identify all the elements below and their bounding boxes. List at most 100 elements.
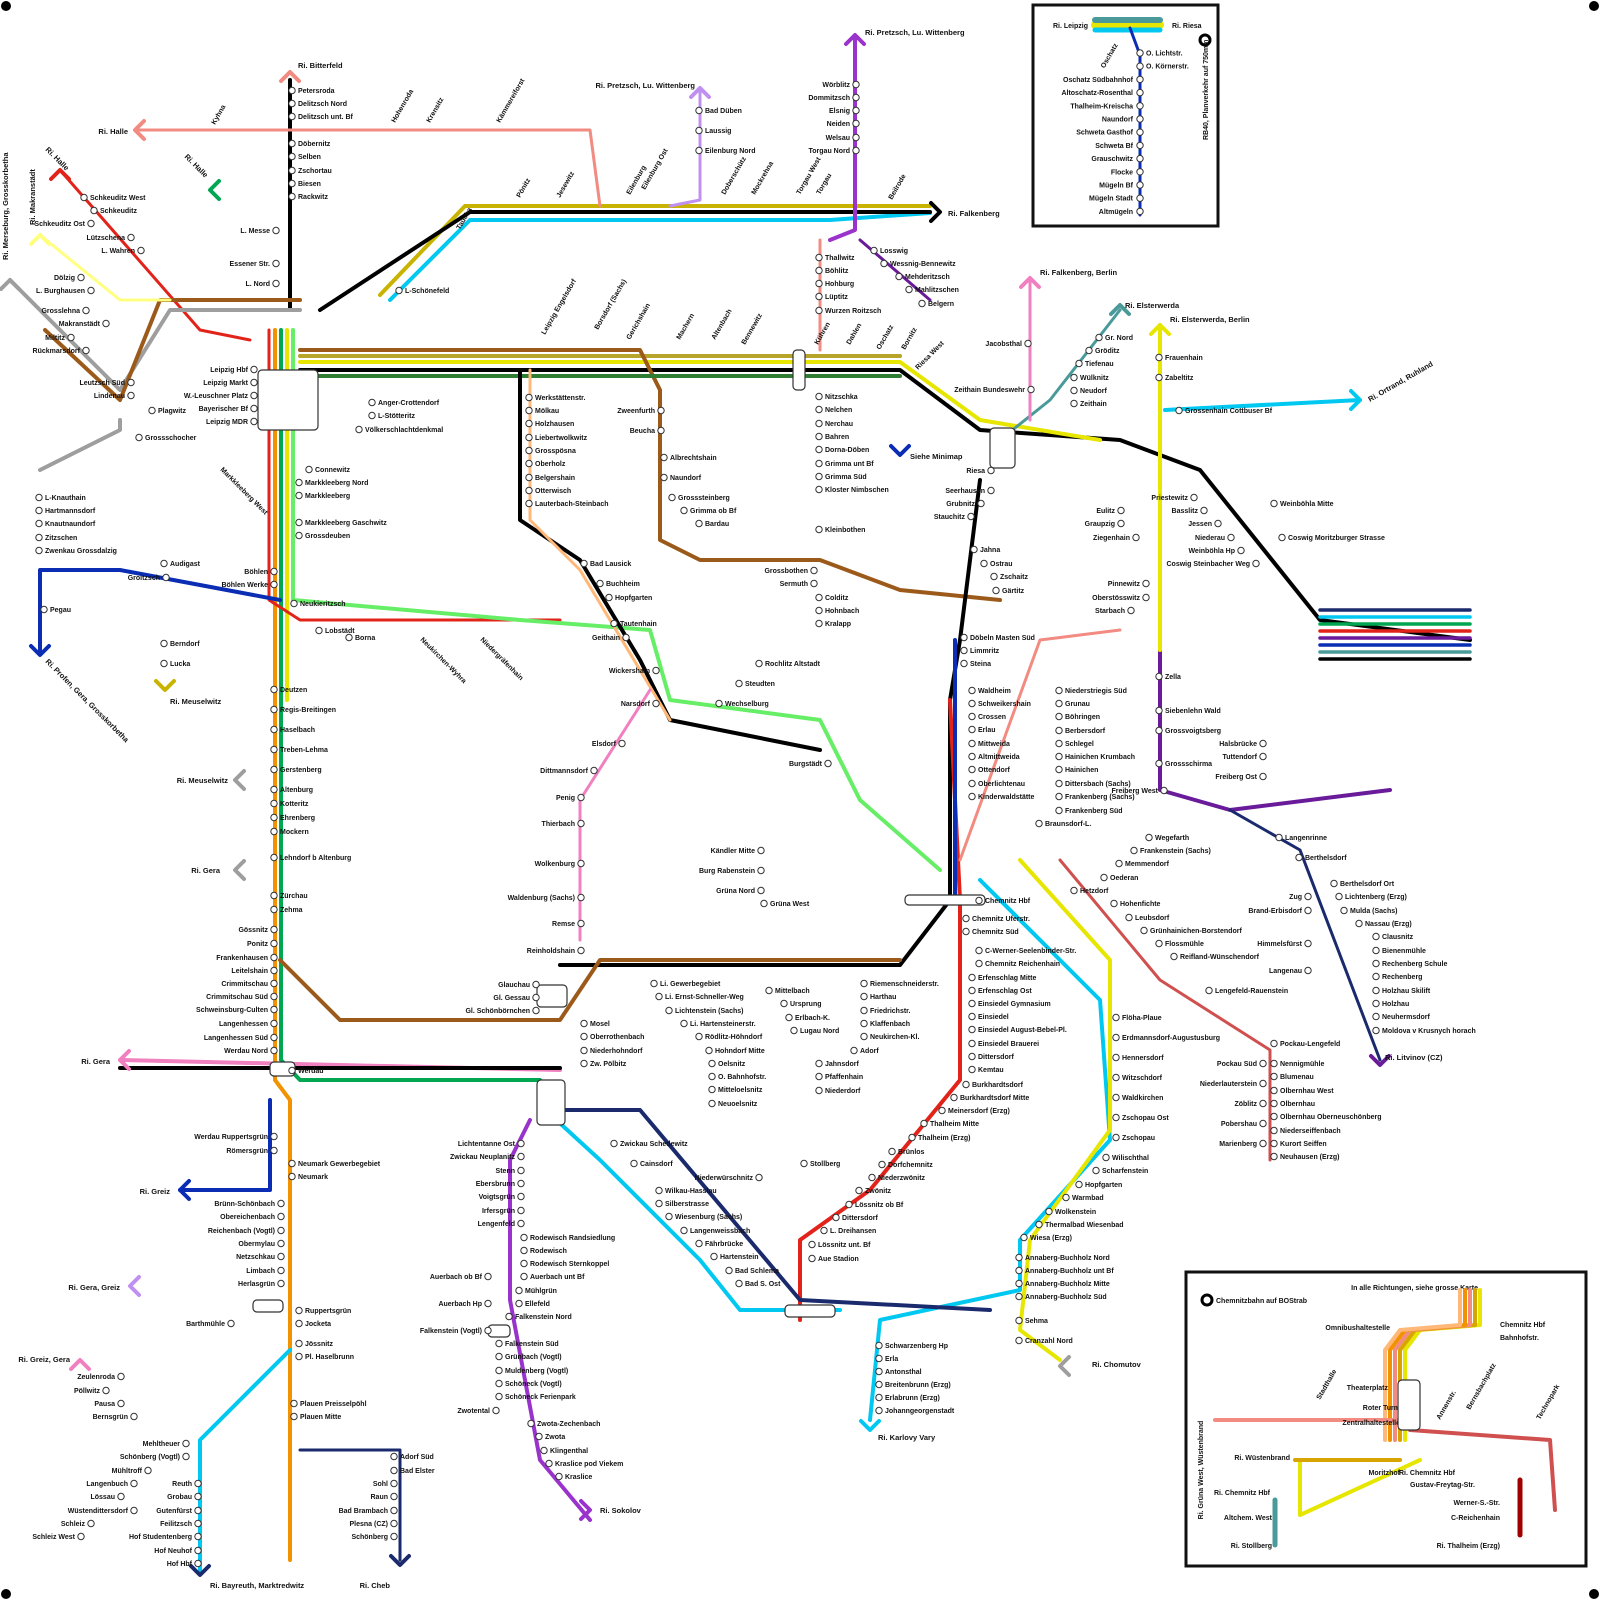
station-marker[interactable] (1103, 1154, 1109, 1160)
station-marker[interactable] (1113, 1114, 1119, 1120)
station-marker[interactable] (526, 500, 532, 506)
inset-station[interactable] (1137, 129, 1143, 135)
station-marker[interactable] (1056, 713, 1062, 719)
station-marker[interactable] (816, 1087, 822, 1093)
station-marker[interactable] (273, 280, 279, 286)
station-marker[interactable] (493, 1407, 499, 1413)
station-marker[interactable] (521, 1247, 527, 1253)
station-marker[interactable] (496, 1340, 502, 1346)
station-marker[interactable] (696, 107, 702, 113)
station-marker[interactable] (1071, 887, 1077, 893)
station-marker[interactable] (981, 560, 987, 566)
station-marker[interactable] (876, 1381, 882, 1387)
station-marker[interactable] (726, 1267, 732, 1273)
station-marker[interactable] (251, 418, 257, 424)
station-marker[interactable] (195, 1480, 201, 1486)
station-marker[interactable] (968, 513, 974, 519)
station-marker[interactable] (1113, 1054, 1119, 1060)
station-marker[interactable] (969, 1040, 975, 1046)
station-marker[interactable] (1271, 1040, 1277, 1046)
station-marker[interactable] (969, 1053, 975, 1059)
station-marker[interactable] (195, 1560, 201, 1566)
station-marker[interactable] (1016, 1280, 1022, 1286)
station-marker[interactable] (1336, 893, 1342, 899)
station-marker[interactable] (271, 906, 277, 912)
station-marker[interactable] (1025, 340, 1031, 346)
station-marker[interactable] (518, 1140, 524, 1146)
station-marker[interactable] (391, 1453, 397, 1459)
station-marker[interactable] (669, 494, 675, 500)
station-marker[interactable] (861, 1007, 867, 1013)
station-marker[interactable] (1096, 334, 1102, 340)
station-marker[interactable] (195, 1533, 201, 1539)
station-marker[interactable] (1260, 1100, 1266, 1106)
station-marker[interactable] (991, 573, 997, 579)
station-marker[interactable] (289, 1160, 295, 1166)
station-marker[interactable] (271, 814, 277, 820)
station-marker[interactable] (391, 1493, 397, 1499)
station-marker[interactable] (861, 1020, 867, 1026)
station-marker[interactable] (316, 627, 322, 633)
station-marker[interactable] (1113, 1034, 1119, 1040)
station-marker[interactable] (816, 406, 822, 412)
station-marker[interactable] (271, 1047, 277, 1053)
station-marker[interactable] (1118, 520, 1124, 526)
station-marker[interactable] (1056, 700, 1062, 706)
station-marker[interactable] (939, 1107, 945, 1113)
station-marker[interactable] (516, 1300, 522, 1306)
station-marker[interactable] (696, 1033, 702, 1039)
station-marker[interactable] (969, 687, 975, 693)
station-marker[interactable] (496, 1393, 502, 1399)
station-marker[interactable] (271, 746, 277, 752)
interchange-marker[interactable] (258, 370, 318, 430)
station-marker[interactable] (963, 915, 969, 921)
station-marker[interactable] (816, 280, 822, 286)
station-marker[interactable] (289, 193, 295, 199)
station-marker[interactable] (1191, 494, 1197, 500)
station-marker[interactable] (978, 500, 984, 506)
station-marker[interactable] (1253, 560, 1259, 566)
station-marker[interactable] (1260, 773, 1266, 779)
station-marker[interactable] (1201, 507, 1207, 513)
station-marker[interactable] (195, 1547, 201, 1553)
station-marker[interactable] (521, 1260, 527, 1266)
station-marker[interactable] (271, 954, 277, 960)
station-marker[interactable] (969, 1026, 975, 1032)
station-marker[interactable] (681, 1020, 687, 1026)
station-marker[interactable] (1271, 1073, 1277, 1079)
station-marker[interactable] (289, 180, 295, 186)
station-marker[interactable] (278, 1280, 284, 1286)
inset-station[interactable] (1137, 142, 1143, 148)
station-marker[interactable] (526, 434, 532, 440)
station-marker[interactable] (1131, 847, 1137, 853)
station-marker[interactable] (853, 134, 859, 140)
interchange-marker[interactable] (537, 1080, 565, 1125)
station-marker[interactable] (271, 993, 277, 999)
station-marker[interactable] (278, 1227, 284, 1233)
station-marker[interactable] (809, 1241, 815, 1247)
station-marker[interactable] (1271, 1113, 1277, 1119)
station-marker[interactable] (1373, 1000, 1379, 1006)
station-marker[interactable] (716, 700, 722, 706)
station-marker[interactable] (696, 1240, 702, 1246)
station-marker[interactable] (273, 227, 279, 233)
station-marker[interactable] (623, 634, 629, 640)
station-marker[interactable] (296, 519, 302, 525)
interchange-marker[interactable] (990, 428, 1015, 468)
station-marker[interactable] (681, 1227, 687, 1233)
inset-station[interactable] (1137, 155, 1143, 161)
station-marker[interactable] (961, 660, 967, 666)
station-marker[interactable] (816, 446, 822, 452)
station-marker[interactable] (969, 987, 975, 993)
station-marker[interactable] (526, 407, 532, 413)
station-marker[interactable] (391, 1520, 397, 1526)
station-marker[interactable] (556, 1473, 562, 1479)
station-marker[interactable] (83, 307, 89, 313)
station-marker[interactable] (518, 1153, 524, 1159)
station-marker[interactable] (271, 568, 277, 574)
station-marker[interactable] (1305, 940, 1311, 946)
station-marker[interactable] (163, 574, 169, 580)
station-marker[interactable] (969, 766, 975, 772)
station-marker[interactable] (951, 1094, 957, 1100)
station-marker[interactable] (1036, 820, 1042, 826)
